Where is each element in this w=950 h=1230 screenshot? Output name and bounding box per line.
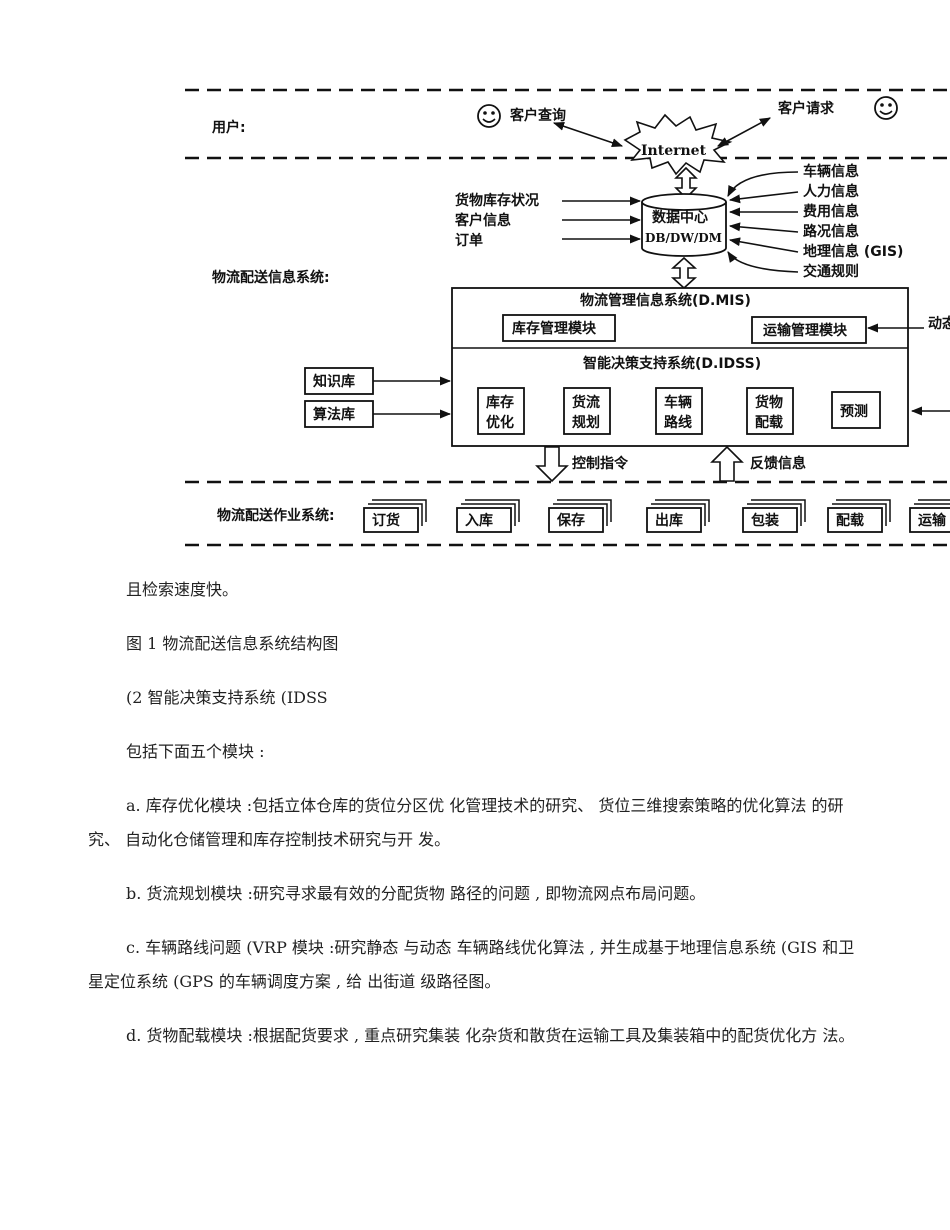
right-input-item: 路况信息 — [803, 223, 859, 240]
knowledge-base-label: 知识库 — [313, 373, 355, 390]
customer-query-label: 客户查询 — [509, 107, 566, 124]
dynamic-label: 动态 — [928, 315, 950, 332]
operation-doc: 包装 — [742, 499, 806, 533]
operation-label: 出库 — [655, 512, 683, 529]
idss-module-box — [477, 387, 525, 435]
idss-module-label: 车辆 — [664, 394, 692, 411]
operation-doc: 出库 — [646, 499, 710, 533]
customer-request-label: 客户请求 — [777, 100, 835, 117]
user-internet-arrows — [552, 117, 771, 148]
operation-label: 订货 — [372, 512, 400, 529]
logistics-system-diagram: 用户: 客户查询 客户请求 Internet 数据中心 DB/DW/DM 货物库… — [185, 88, 950, 547]
right-input-item: 交通规则 — [803, 263, 859, 280]
data-center-label: 数据中心 — [652, 209, 708, 226]
idss-module-label: 货物 — [754, 394, 783, 411]
operation-doc: 订货 — [363, 499, 427, 533]
datacenter-dmis-arrow — [670, 256, 698, 290]
paragraph: 包括下面五个模块 : — [126, 742, 265, 761]
right-input-item: 费用信息 — [803, 203, 859, 220]
operation-label: 配载 — [836, 512, 864, 529]
smiley-right-icon — [874, 96, 898, 120]
section-heading: (2 智能决策支持系统 (IDSS — [126, 688, 328, 707]
left-inputs: 货物库存状况 客户信息 订单 — [454, 192, 642, 249]
idss-module-box — [746, 387, 794, 435]
operation-doc: 运输 — [909, 499, 950, 533]
data-center-cylinder — [641, 193, 727, 257]
idss-module-label: 路线 — [664, 414, 692, 431]
figure-caption: 图 1 物流配送信息系统结构图 — [126, 634, 339, 653]
dmis-title: 物流管理信息系统(D.MIS) — [580, 292, 751, 309]
right-input-item: 地理信息 (GIS) — [803, 243, 903, 260]
paragraph: 且检索速度快。 — [126, 580, 239, 599]
algorithm-base-label: 算法库 — [313, 406, 355, 423]
control-command-arrow — [535, 446, 569, 483]
feedback-arrow — [710, 445, 744, 482]
idss-module-label: 规划 — [572, 414, 600, 431]
transport-module-label: 运输管理模块 — [763, 322, 848, 339]
left-input-item: 订单 — [455, 232, 483, 249]
knowledge-base-box — [304, 367, 374, 395]
inventory-module-label: 库存管理模块 — [512, 320, 597, 337]
idss-module-box — [831, 391, 881, 429]
dashed-separators — [185, 88, 950, 547]
operation-label: 包装 — [751, 512, 780, 529]
internet-label: Internet — [641, 143, 707, 159]
operation-doc: 入库 — [456, 499, 520, 533]
system-label: 物流配送信息系统: — [212, 269, 330, 286]
data-center-sublabel: DB/DW/DM — [645, 231, 722, 245]
idss-module-label: 配载 — [755, 414, 783, 431]
paragraph: d. 货物配载模块 :根据配货要求 , 重点研究集装 化杂货和散货在运输工具及集… — [126, 1026, 855, 1045]
paragraph: c. 车辆路线问题 (VRP 模块 :研究静态 与动态 车辆路线优化算法 , 并… — [88, 938, 855, 991]
idss-module-label: 预测 — [840, 403, 868, 420]
operation-doc: 保存 — [548, 499, 612, 533]
operation-items: 订货 入库 保存 出库 包装 — [363, 499, 950, 533]
idss-module-label: 库存 — [486, 394, 514, 411]
internet-cloud-icon — [623, 113, 733, 176]
idss-module-box — [655, 387, 703, 435]
user-label: 用户: — [212, 119, 246, 136]
paragraph: b. 货流规划模块 :研究寻求最有效的分配货物 路径的问题 , 即物流网点布局问… — [126, 884, 706, 903]
idss-module-box — [563, 387, 611, 435]
left-input-item: 客户信息 — [454, 212, 511, 229]
operation-doc: 配载 — [827, 499, 891, 533]
right-input-item: 车辆信息 — [803, 163, 859, 180]
operation-label: 运输 — [918, 512, 947, 529]
left-input-item: 货物库存状况 — [454, 192, 539, 209]
operation-label: 入库 — [465, 512, 493, 529]
smiley-left-icon — [477, 104, 501, 128]
inventory-module-box — [502, 314, 616, 342]
operation-system-label: 物流配送作业系统: — [217, 507, 335, 524]
operation-label: 保存 — [556, 512, 585, 529]
feedback-label: 反馈信息 — [750, 455, 806, 472]
right-input-item: 人力信息 — [803, 183, 859, 200]
idss-title: 智能决策支持系统(D.IDSS) — [582, 355, 761, 372]
control-command-label: 控制指令 — [572, 455, 629, 472]
paragraph: a. 库存优化模块 :包括立体仓库的货位分区优 化管理技术的研究、 货位三维搜索… — [88, 796, 844, 849]
idss-module-label: 货流 — [571, 394, 600, 411]
right-inputs: 车辆信息 人力信息 费用信息 路况信息 地理信息 (GIS) 交通规则 — [727, 163, 903, 280]
idss-modules: 库存 优化 货流 规划 车辆 路线 货物 配载 预测 — [477, 387, 881, 435]
idss-module-label: 优化 — [486, 414, 514, 431]
transport-module-box — [751, 316, 867, 344]
